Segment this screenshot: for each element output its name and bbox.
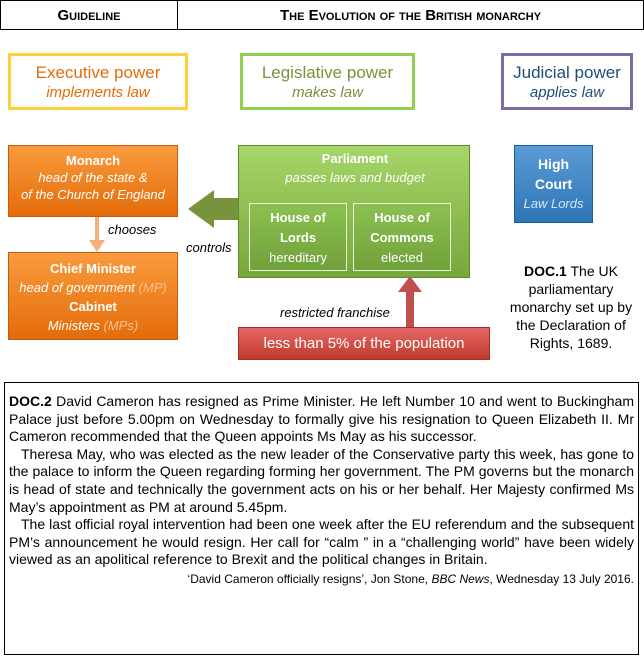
header-guideline: Guideline bbox=[1, 1, 178, 29]
population-box: less than 5% of the population bbox=[238, 327, 490, 360]
commons-desc: elected bbox=[381, 250, 423, 265]
franchise-label: restricted franchise bbox=[280, 305, 390, 320]
doc2-source: ‘David Cameron officially resigns’, Jon … bbox=[9, 571, 634, 589]
lords-line1: House of bbox=[270, 210, 326, 225]
doc2-paragraph-2: Theresa May, who was elected as the new … bbox=[9, 445, 634, 515]
doc1-caption: DOC.1 The UK parliamentary monarchy set … bbox=[504, 262, 638, 352]
chooses-arrow-head-icon bbox=[89, 240, 105, 252]
legislative-power-box: Legislative power makes law bbox=[240, 53, 415, 110]
house-of-lords-box: House of Lords hereditary bbox=[249, 203, 347, 271]
monarch-title: Monarch bbox=[65, 153, 121, 168]
doc2-paragraph-3: The last official royal intervention had… bbox=[9, 516, 634, 568]
lords-desc: hereditary bbox=[269, 250, 327, 265]
judicial-power-box: Judicial power applies law bbox=[501, 53, 633, 110]
parliament-title: Parliament bbox=[321, 151, 389, 166]
parliament-box: Parliament passes laws and budget House … bbox=[238, 145, 470, 278]
franchise-arrow-shaft bbox=[406, 290, 414, 330]
chooses-arrow-shaft bbox=[95, 217, 99, 242]
executive-power-box: Executive power implements law bbox=[8, 53, 188, 110]
ministers-paren: (MPs) bbox=[103, 318, 139, 333]
lords-line2: Lords bbox=[279, 230, 317, 245]
ministers: Ministers bbox=[47, 318, 100, 333]
high-court-box: High Court Law Lords bbox=[514, 145, 593, 223]
doc1-label: DOC.1 bbox=[524, 263, 567, 279]
ministers-line: Ministers (MPs) bbox=[9, 316, 177, 335]
legislative-subtitle: makes law bbox=[292, 83, 363, 101]
chooses-label: chooses bbox=[108, 222, 157, 237]
judicial-subtitle: applies law bbox=[529, 83, 605, 101]
header-title: The Evolution of the British monarchy bbox=[279, 6, 542, 24]
controls-arrow-head-icon bbox=[188, 190, 214, 228]
parliament-subtitle: passes laws and budget bbox=[285, 170, 425, 185]
court-desc: Law Lords bbox=[523, 196, 584, 211]
chief-role-line: head of government (MP) bbox=[9, 278, 177, 297]
legislative-title: Legislative power bbox=[261, 62, 394, 82]
controls-label: controls bbox=[186, 240, 232, 255]
monarch-line2: of the Church of England bbox=[21, 187, 165, 202]
monarch-line1: head of the state & bbox=[38, 170, 148, 185]
monarch-box: Monarch head of the state & of the Churc… bbox=[8, 145, 178, 217]
doc2-paragraph-1: DOC.2 David Cameron has resigned as Prim… bbox=[9, 393, 634, 446]
franchise-arrow-head-icon bbox=[398, 276, 422, 292]
executive-title: Executive power bbox=[35, 62, 161, 82]
cabinet-title: Cabinet bbox=[69, 299, 117, 314]
doc2-box: DOC.2 David Cameron has resigned as Prim… bbox=[4, 382, 639, 655]
commons-line2: Commons bbox=[370, 230, 434, 245]
house-of-commons-box: House of Commons elected bbox=[353, 203, 451, 271]
controls-arrow-shaft bbox=[212, 198, 238, 220]
header-bar: Guideline The Evolution of the British m… bbox=[0, 0, 644, 30]
source-publication: BBC News bbox=[431, 571, 490, 586]
chief-role-paren: (MP) bbox=[138, 280, 167, 295]
commons-line1: House of bbox=[374, 210, 430, 225]
source-pre: ‘David Cameron officially resigns’, Jon … bbox=[187, 571, 432, 586]
doc2-label: DOC.2 bbox=[9, 393, 52, 409]
judicial-title: Judicial power bbox=[513, 62, 621, 82]
doc2-p1: David Cameron has resigned as Prime Mini… bbox=[9, 393, 634, 445]
doc1-text: The UK parliamentary monarchy set up by … bbox=[509, 263, 633, 351]
source-post: , Wednesday 13 July 2016. bbox=[489, 571, 634, 586]
court-line1: High bbox=[537, 156, 570, 172]
executive-subtitle: implements law bbox=[46, 83, 150, 101]
court-line2: Court bbox=[534, 176, 573, 192]
chief-role: head of government bbox=[19, 280, 135, 295]
chief-title: Chief Minister bbox=[50, 261, 136, 276]
chief-minister-box: Chief Minister head of government (MP) C… bbox=[8, 252, 178, 340]
